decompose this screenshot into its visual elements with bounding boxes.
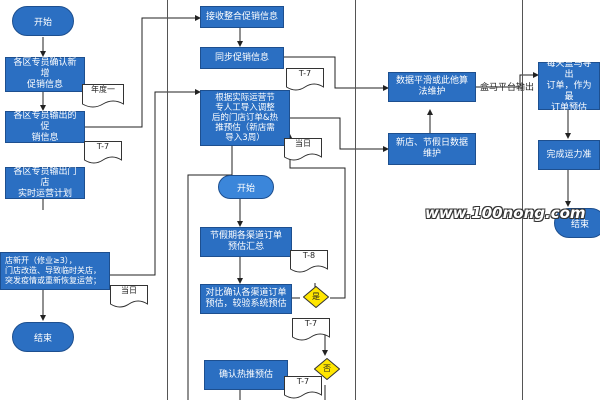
forecast-adjust-step: 根据实际运营节 专人工导入调整 后的门店订单&热 推预估（新店需 导入3周） [200,90,290,146]
output-edge-label: 盒马平台输出 [480,83,535,93]
decision-yes: 是 [303,286,329,308]
decision-no: 否 [314,358,340,380]
confirm-promo-step: 各区专员确认新增 促销信息 [5,57,85,92]
document-today: 当日 [110,285,148,309]
start-node: 开始 [12,6,74,36]
swimlane-divider [522,0,523,400]
document-t7: T-7 [286,68,324,92]
export-promo-step: 各区专员输出的促 销信息 [5,111,85,143]
start-node: 开始 [218,175,274,199]
swimlane-divider [355,0,356,400]
document-t7: T-7 [84,141,122,165]
end-node: 结束 [554,208,600,238]
new-store-maintenance-step: 新店、节假日数据 维护 [388,133,476,165]
confirm-forecast-step: 确认热推预估 [204,360,288,390]
swimlane-divider [167,0,168,400]
smoothing-step: 数据平滑或此他算 法维护 [388,72,476,102]
sync-promo-step: 同步促销信息 [200,47,284,69]
compare-forecast-step: 对比确认各渠道订单 预估，较验系统预估 [200,284,292,314]
document-today: 当日 [284,138,322,162]
store-open-condition: 店新开（修业≥3）， 门店改造、导致临时关店， 突发疫情或重新恢复运营； [0,252,110,290]
end-node: 结束 [12,322,74,352]
export-plan-step: 各区专员输出门店 实时运营计划 [5,167,85,199]
capacity-ready-step: 完成运力准 [538,140,600,170]
document-annual: 年度一 [82,84,124,110]
daily-export-step: 每天盒马导出 订单，作为最 订单预估 [538,59,600,113]
document-t8: T-8 [290,250,328,274]
receive-promo-step: 接收整合促销信息 [200,6,284,28]
holiday-summary-step: 节假期各渠道订单 预估汇总 [200,227,292,257]
site-watermark: www.100nong.com [425,204,586,222]
document-t7: T-7 [292,318,330,342]
document-t7: T-7 [284,376,322,400]
